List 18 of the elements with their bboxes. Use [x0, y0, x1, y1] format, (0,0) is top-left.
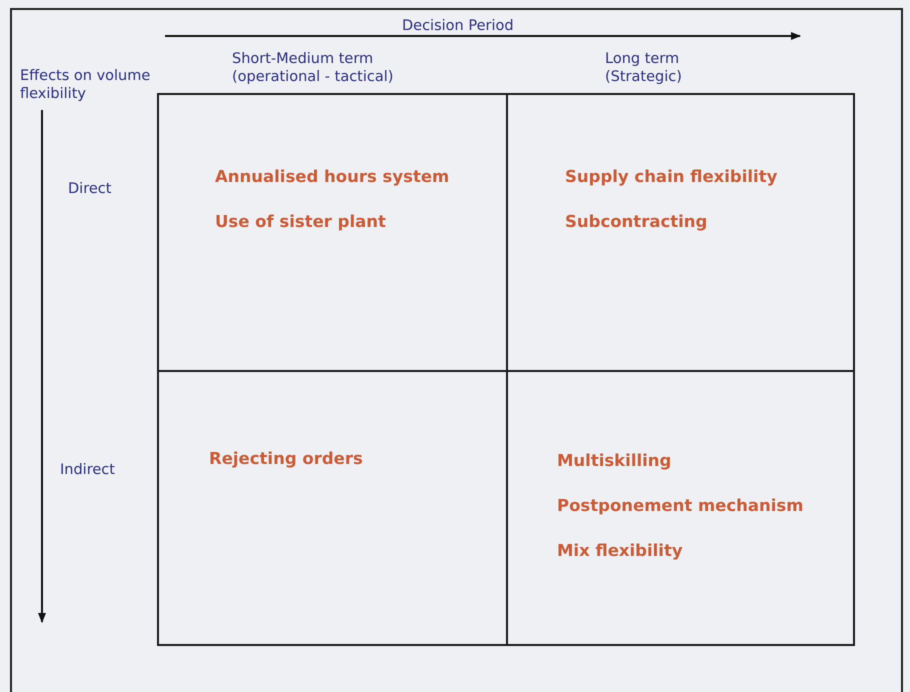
cell-text: Supply chain flexibility: [565, 167, 778, 187]
matrix-cell: [157, 93, 508, 372]
cell-text: Multiskilling: [557, 451, 672, 471]
axis-label: Direct: [68, 180, 112, 198]
axis-label: Short-Medium term (operational - tactical): [232, 50, 394, 86]
axis-label: Effects on volume flexibility: [20, 67, 152, 103]
matrix-cell: [157, 370, 508, 646]
axis-label: Indirect: [60, 461, 115, 479]
cell-text: Subcontracting: [565, 212, 708, 232]
cell-text: Mix flexibility: [557, 541, 683, 561]
axis-label: Decision Period: [402, 17, 514, 35]
cell-text: Postponement mechanism: [557, 496, 804, 516]
axis-label: Long term (Strategic): [605, 50, 683, 86]
cell-text: Rejecting orders: [209, 449, 363, 469]
cell-text: Use of sister plant: [215, 212, 386, 232]
matrix-cell: [506, 93, 855, 372]
matrix-cell: [506, 370, 855, 646]
cell-text: Annualised hours system: [215, 167, 450, 187]
